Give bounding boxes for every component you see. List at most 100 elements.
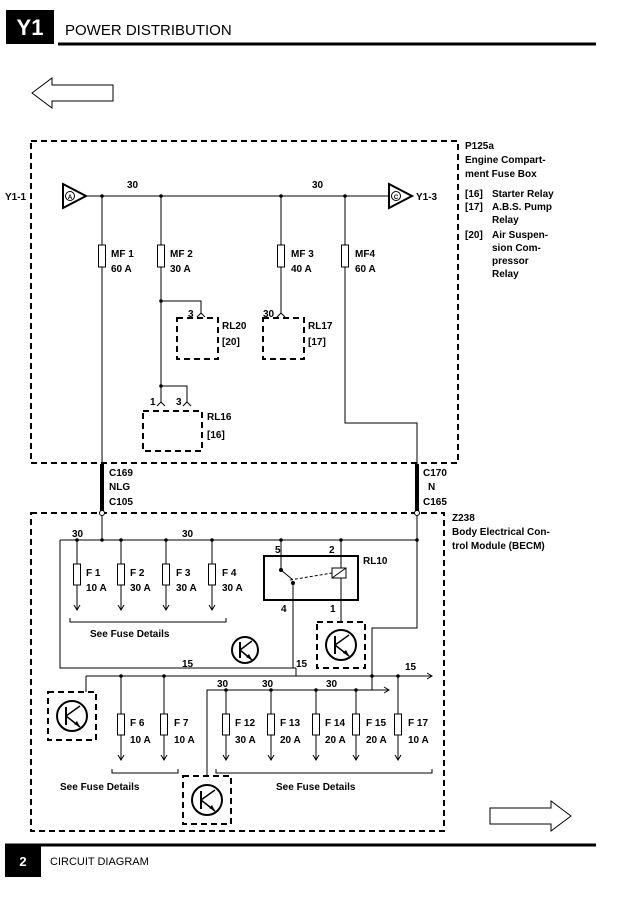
fuse-rating: 40 A	[291, 264, 312, 275]
junction-dot	[269, 688, 273, 692]
junction-dot	[224, 688, 228, 692]
fuse-rating: 60 A	[111, 264, 132, 275]
transistor-symbol-left	[47, 676, 97, 741]
arrow-icon	[267, 754, 275, 761]
fuse-group-bracket	[215, 769, 433, 774]
engine-fusebox-id: P125a	[465, 141, 494, 152]
relay-name: RL20	[222, 321, 247, 332]
relay-name: RL10	[363, 556, 388, 567]
junction-dot	[396, 674, 400, 678]
relay-pin-label: 5	[275, 545, 281, 556]
transistor-box	[182, 775, 232, 825]
fuse-name: MF 1	[111, 249, 134, 260]
becm-outline	[30, 512, 445, 832]
legend-text: Starter Relay	[492, 189, 554, 200]
legend-ref: [20]	[465, 230, 483, 241]
fuse-name: F 1	[86, 568, 101, 579]
transistor-symbol-mid	[231, 636, 259, 664]
fuse-rating: 30 A	[170, 264, 191, 275]
fuse-name: MF 2	[170, 249, 193, 260]
bus-arrow-icon	[383, 686, 390, 694]
relay-ref: [20]	[222, 337, 240, 348]
transistor-symbol-rl10	[316, 621, 366, 669]
fuse-f17-icon	[394, 713, 402, 736]
circuit-label: 30	[127, 180, 139, 191]
fuse-rating: 30 A	[176, 583, 197, 594]
arrow-icon	[222, 754, 230, 761]
see-fuse-details-label[interactable]: See Fuse Details	[90, 629, 170, 640]
fuse-name: F 13	[280, 718, 300, 729]
page-number: 2	[19, 854, 26, 869]
fuse-group-bracket	[69, 618, 227, 623]
connector-label: C105	[109, 497, 133, 508]
legend-text: pressor	[492, 256, 529, 267]
fuse-name: F 15	[366, 718, 386, 729]
output-pin-circle	[391, 191, 401, 201]
fuse-mf3-icon	[277, 244, 285, 268]
output-pin-letter: C	[394, 195, 399, 201]
legend-ref: [17]	[465, 202, 483, 213]
relay-ref: [17]	[308, 337, 326, 348]
junction-dot	[370, 674, 374, 678]
transistor-icon	[231, 636, 259, 664]
page-code: Y1	[17, 15, 44, 40]
arrow-icon	[73, 604, 81, 611]
circuit-label: 15	[296, 659, 308, 670]
fuse-rating: 20 A	[280, 735, 301, 746]
fuse-f1-icon	[73, 563, 81, 586]
fuse-f6-icon	[117, 713, 125, 736]
arrow-icon	[312, 754, 320, 761]
connector-label: NLG	[109, 482, 130, 493]
becm-id: Z238	[452, 513, 475, 524]
circuit-label: 30	[262, 679, 274, 690]
next-page-arrow-icon[interactable]	[489, 800, 572, 832]
relay-rl17-outline	[262, 317, 305, 360]
arrow-icon	[352, 754, 360, 761]
fuse-name: MF 3	[291, 249, 314, 260]
legend-text: Relay	[492, 269, 519, 280]
circuit-label: 30	[72, 529, 84, 540]
fuse-f13-icon	[267, 713, 275, 736]
fuse-name: MF4	[355, 249, 375, 260]
circuit-label: 15	[405, 662, 417, 673]
arrow-icon	[117, 754, 125, 761]
fuse-f14-icon	[312, 713, 320, 736]
fuse-f3-icon	[162, 563, 170, 586]
junction-dot	[164, 538, 168, 542]
see-fuse-details-label[interactable]: See Fuse Details	[276, 782, 356, 793]
junction-dot	[119, 538, 123, 542]
fuse-f4-icon	[208, 563, 216, 586]
relay-pin-label: 2	[329, 545, 335, 556]
junction-dot	[339, 538, 343, 542]
legend-text: Relay	[492, 215, 519, 226]
previous-page-arrow-icon[interactable]	[31, 77, 114, 109]
fuse-f2-icon	[117, 563, 125, 586]
circuit-label: 15	[182, 659, 194, 670]
rl16-pin3-icon	[182, 401, 192, 407]
relay-pin-label: 3	[188, 309, 194, 320]
transistor-box	[316, 621, 366, 669]
fuse-rating: 10 A	[408, 735, 429, 746]
junction-dot	[354, 688, 358, 692]
fuse-name: F 3	[176, 568, 191, 579]
circuit-label: 30	[312, 180, 324, 191]
arrow-icon	[162, 604, 170, 611]
fuse-rating: 60 A	[355, 264, 376, 275]
fuse-name: F 12	[235, 718, 255, 729]
fuse-rating: 20 A	[325, 735, 346, 746]
fuse-f15-icon	[352, 713, 360, 736]
relay-coil-icon	[331, 567, 347, 579]
fuse-name: F 17	[408, 718, 428, 729]
arrow-icon	[394, 754, 402, 761]
fuse-mf4-icon	[341, 244, 349, 268]
rl16-pin1-icon	[156, 401, 166, 407]
see-fuse-details-label[interactable]: See Fuse Details	[60, 782, 140, 793]
right-30-feed-wire	[371, 540, 418, 690]
engine-fusebox-name-line: ment Fuse Box	[465, 169, 537, 180]
fuse-name: F 7	[174, 718, 189, 729]
page-code-badge	[6, 10, 54, 44]
transistor-icon	[325, 629, 357, 661]
relay-pin-label: 4	[281, 604, 287, 615]
legend-text: A.B.S. Pump	[492, 202, 552, 213]
fuse-name: F 6	[130, 718, 145, 729]
